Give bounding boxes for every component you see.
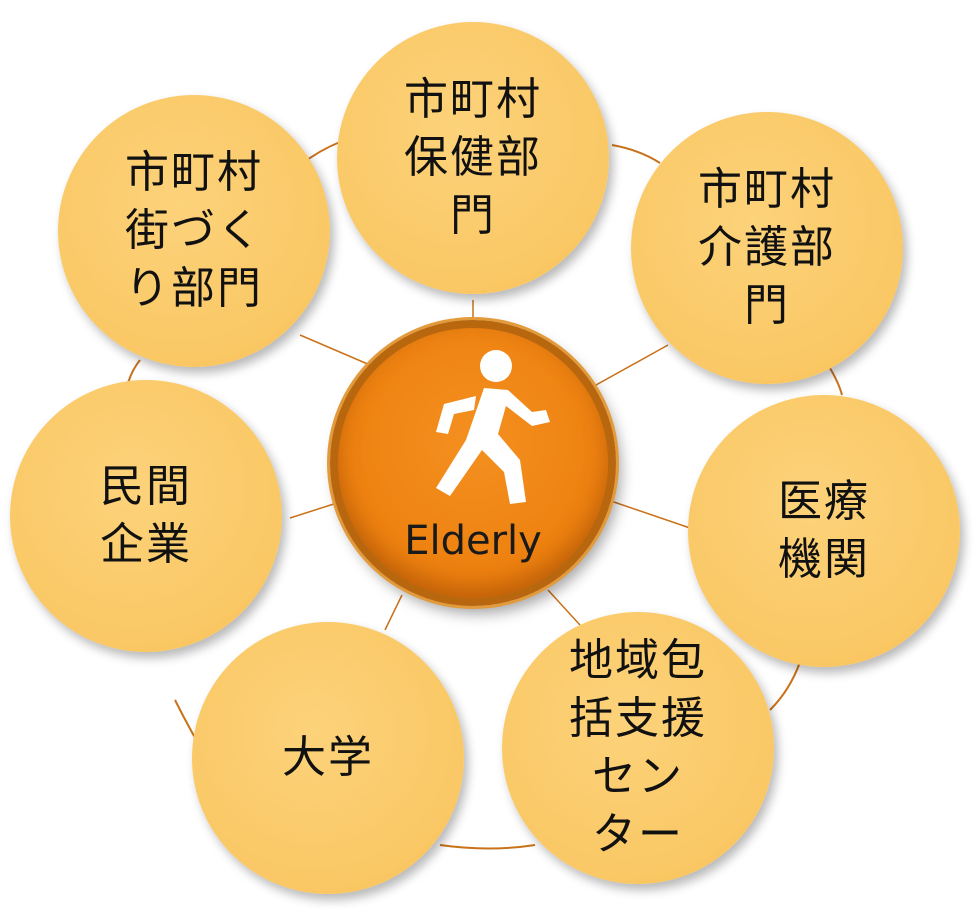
spoke-care	[595, 344, 669, 386]
spoke-private	[289, 501, 341, 519]
node-care-label: 市町村 介護部 門	[698, 164, 836, 331]
node-medical: 医療 機関	[688, 395, 960, 667]
node-university: 大学	[192, 622, 464, 894]
spoke-medical	[607, 499, 691, 529]
spoke-community	[547, 589, 581, 626]
walking-person-icon	[436, 350, 550, 504]
node-private-label: 民間 企業	[100, 461, 192, 570]
node-health-label: 市町村 保健部 門	[404, 74, 542, 241]
hub-elderly: Elderly	[330, 320, 616, 606]
node-community: 地域包 括支援 セン ター	[502, 612, 774, 884]
node-private: 民間 企業	[10, 380, 282, 652]
node-town-label: 市町村 街づく り部門	[125, 147, 263, 314]
node-medical-label: 医療 機関	[778, 476, 870, 585]
spoke-university	[384, 594, 403, 631]
hub-label: Elderly	[404, 518, 542, 564]
node-university-label: 大学	[282, 732, 374, 783]
outer-ring	[127, 141, 843, 850]
node-health: 市町村 保健部 門	[337, 22, 609, 294]
node-care: 市町村 介護部 門	[631, 112, 903, 384]
node-community-label: 地域包 括支援 セン ター	[569, 635, 707, 860]
spoke-town	[299, 334, 371, 366]
node-town: 市町村 街づく り部門	[58, 95, 330, 367]
